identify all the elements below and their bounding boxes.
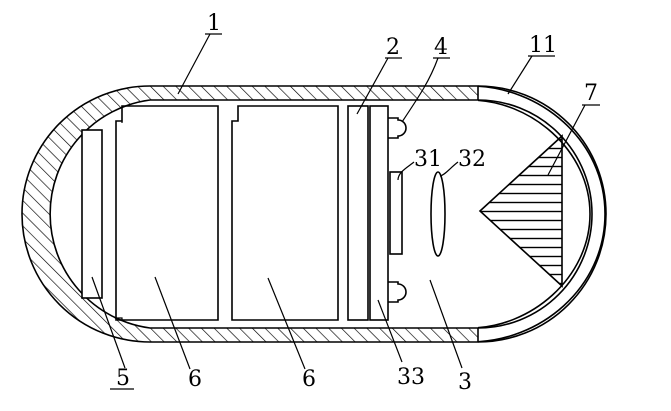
label-shell: 1	[207, 11, 221, 36]
label-lens: 32	[458, 147, 486, 172]
label-lens-assembly: 3	[458, 370, 472, 395]
label-battery-left: 6	[188, 367, 202, 392]
battery-left	[115, 105, 219, 321]
capsule-shell	[21, 85, 479, 343]
battery-right	[231, 105, 339, 321]
label-image-sensor: 31	[414, 147, 442, 172]
label-dome: 11	[529, 33, 557, 58]
antenna	[81, 129, 103, 299]
image-sensor	[389, 171, 403, 255]
led-bottom	[388, 281, 407, 303]
lens-holder-pcb	[369, 105, 389, 321]
label-led: 4	[434, 35, 448, 60]
label-board: 2	[386, 35, 400, 60]
lens	[430, 171, 446, 257]
leader-lines	[91, 33, 600, 390]
capsule-dome	[478, 85, 607, 343]
label-battery-right: 6	[302, 367, 316, 392]
led-top	[388, 117, 407, 139]
circuit-board	[347, 105, 369, 321]
label-pcb: 33	[397, 365, 425, 390]
label-cone: 7	[584, 81, 598, 106]
illumination-cone	[478, 134, 563, 288]
label-antenna: 5	[116, 366, 130, 391]
